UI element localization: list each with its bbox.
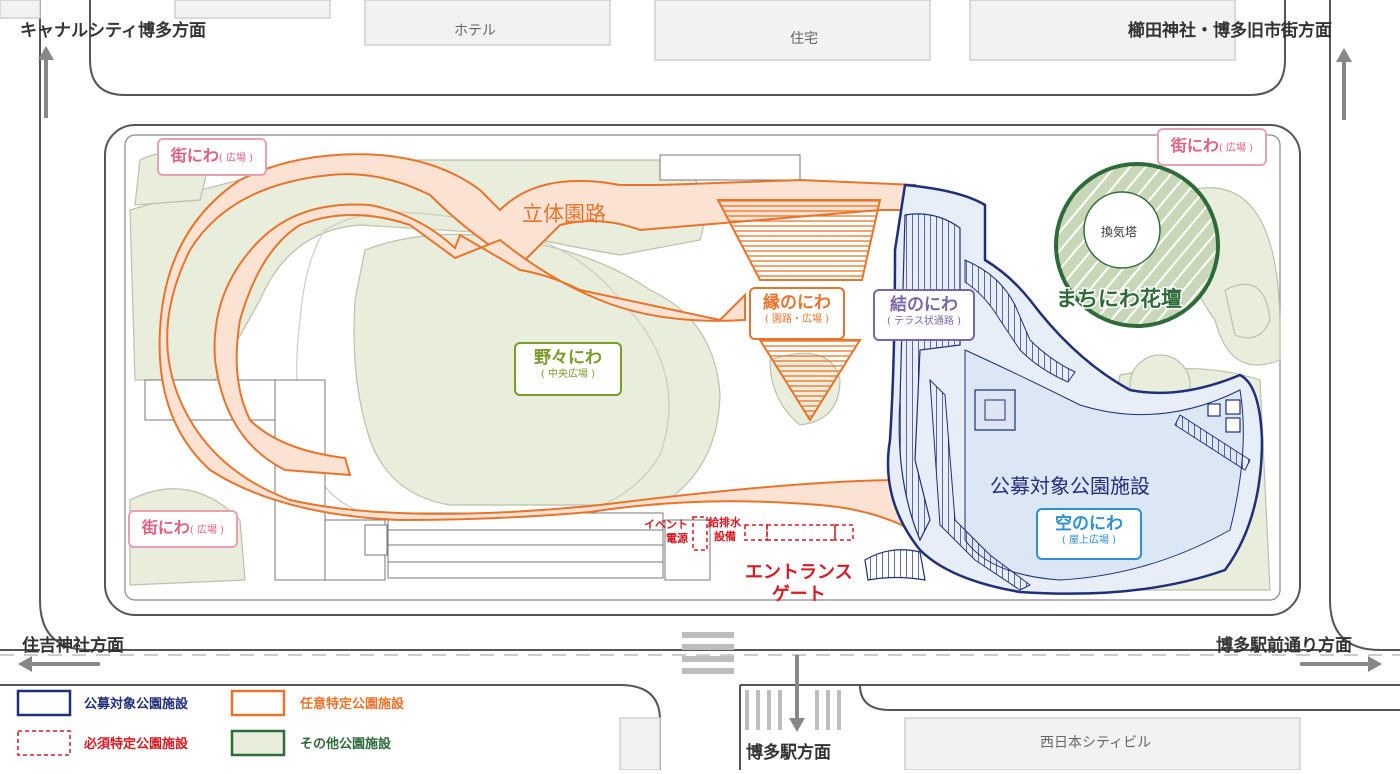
- koubo-vent-row: [1174, 414, 1251, 471]
- koubo-equipment: [1207, 399, 1241, 433]
- entrance-gate-label: エントランス ゲート: [745, 562, 853, 605]
- koubo-facility-label: 公募対象公園施設: [990, 474, 1150, 498]
- direction-arrows: [18, 46, 1382, 732]
- koubo-stairs-north: [964, 259, 1076, 383]
- legend-koubo-label: 公募対象公園施設: [84, 697, 189, 712]
- legend-nin-i-swatch: [230, 689, 286, 717]
- machi-niwa-box-nw: 街にわ( 広場 ): [157, 138, 267, 176]
- legend-nin-i-label: 任意特定公園施設: [300, 697, 405, 712]
- direction-ekimae: 博多駅前通り方面: [1216, 636, 1352, 656]
- midori-funnel-bottom: [758, 339, 862, 422]
- building-nishinihon-city: 西日本シティビル: [1040, 735, 1152, 751]
- event-power-label: イベント 電源: [644, 518, 688, 546]
- machi-niwa-box-sw: 街にわ( 広場 ): [128, 510, 238, 548]
- machi-niwa-box-ne: 街にわ( 広場 ): [1157, 128, 1267, 166]
- direction-canal-city: キャナルシティ博多方面: [20, 21, 206, 41]
- legend-other-label: その他公園施設: [300, 737, 392, 752]
- direction-hakata-station: 博多駅方面: [746, 743, 831, 763]
- water-supply-label: 給排水 設備: [708, 516, 741, 544]
- midori-niwa-box: 縁のにわ( 園路・広場 ): [749, 287, 845, 340]
- midori-funnel-top: [716, 199, 882, 281]
- lower-buildings: [144, 154, 801, 581]
- koubo-stairs-south: [929, 378, 1031, 591]
- building-residence: 住宅: [790, 31, 818, 47]
- yui-niwa-box: 結のにわ( テラス状通路 ): [873, 289, 975, 341]
- rittai-walkway: [158, 153, 922, 538]
- legend-koubo-swatch: [16, 689, 72, 717]
- vent-tower-label: 換気塔: [1101, 225, 1138, 239]
- direction-kushida: 櫛田神社・博多旧市街方面: [1128, 21, 1332, 41]
- direction-sumiyoshi: 住吉神社方面: [22, 636, 124, 656]
- sora-niwa-box: 空のにわ( 屋上広場 ): [1036, 508, 1142, 560]
- legend-hissu-label: 必須特定公園施設: [84, 737, 189, 752]
- nono-niwa-box: 野々にわ( 中央広場 ): [514, 342, 622, 396]
- legend-hissu-swatch: [17, 730, 71, 756]
- legend-other-swatch: [230, 729, 286, 757]
- required-facilities: [692, 516, 854, 551]
- rittai-walkway-label: 立体園路: [522, 202, 606, 226]
- crosswalk: [682, 632, 841, 730]
- kadan-label: まちにわ花壇: [1055, 286, 1184, 313]
- entrance-ramp: [864, 549, 926, 581]
- kadan-flowerbed: [1054, 162, 1220, 328]
- surrounding-buildings: [0, 0, 1301, 771]
- koubo-skylight: [974, 389, 1016, 431]
- building-hotel: ホテル: [454, 23, 496, 39]
